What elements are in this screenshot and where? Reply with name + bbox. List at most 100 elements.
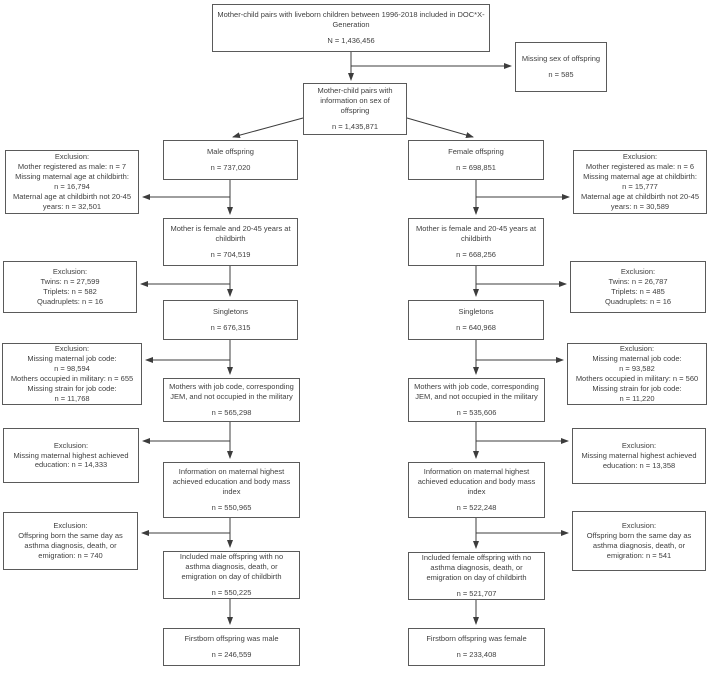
exclusion-line: years: n = 32,501 — [42, 201, 102, 211]
node-female-included-n: n = 521,707 — [456, 588, 497, 598]
node-male-jobcode: Mothers with job code, corresponding JEM… — [163, 378, 300, 422]
node-male-firstborn: Firstborn offspring was male n = 246,559 — [163, 628, 300, 666]
node-female-included: Included female offspring with no asthma… — [408, 552, 545, 600]
node-male-singletons-text: Singletons — [212, 307, 249, 317]
exclusion-line: Quadruplets: n = 16 — [604, 296, 672, 306]
exclusion-female-registration: Exclusion:Mother registered as male: n =… — [573, 150, 707, 214]
node-male-mother-age: Mother is female and 20-45 years at chil… — [163, 218, 298, 266]
exclusion-male-education: Exclusion:Missing maternal highest achie… — [3, 428, 139, 483]
node-female-offspring: Female offspring n = 698,851 — [408, 140, 544, 180]
node-female-offspring-text: Female offspring — [448, 147, 504, 157]
exclusion-line: asthma diagnosis, death, or — [592, 541, 686, 550]
node-male-included: Included male offspring with no asthma d… — [163, 551, 300, 599]
node-female-mother-age: Mother is female and 20-45 years at chil… — [408, 218, 544, 266]
exclusion-female-sameday: Exclusion:Offspring born the same day as… — [572, 511, 706, 571]
exclusion-line: n = 16,794 — [54, 182, 90, 191]
node-female-offspring-n: n = 698,851 — [456, 163, 496, 172]
node-female-firstborn: Firstborn offspring was female n = 233,4… — [408, 628, 545, 666]
node-female-jobcode: Mothers with job code, corresponding JEM… — [408, 378, 545, 422]
node-female-education-n: n = 522,248 — [456, 502, 497, 512]
node-female-firstborn-text: Firstborn offspring was female — [426, 634, 527, 644]
exclusion-line: Exclusion: — [621, 441, 657, 451]
exclusion-line: Triplets: n = 582 — [43, 287, 97, 296]
exclusion-line: years: n = 30,589 — [610, 201, 670, 211]
node-missing-sex-n: n = 585 — [548, 70, 574, 79]
node-male-mother-age-n: n = 704,519 — [210, 249, 251, 259]
exclusion-line: n = 11,220 — [619, 393, 655, 403]
exclusion-line: Missing maternal job code: — [27, 354, 117, 364]
node-male-offspring-n: n = 737,020 — [210, 163, 251, 172]
arrow-line — [406, 117, 474, 138]
exclusion-line: Maternal age at childbirth not 20-45 — [13, 191, 131, 201]
node-male-education-text: Information on maternal highest achieved… — [172, 467, 291, 496]
node-male-included-n: n = 550,225 — [211, 587, 252, 597]
exclusion-line: Mother registered as male: n = 6 — [585, 162, 695, 172]
node-female-education-text: Information on maternal highest achieved… — [417, 467, 536, 496]
node-male-firstborn-n: n = 246,559 — [211, 650, 252, 659]
node-male-jobcode-n: n = 565,298 — [211, 407, 252, 417]
node-top: Mother-child pairs with liveborn childre… — [212, 4, 490, 52]
exclusion-line: n = 11,768 — [54, 393, 90, 403]
exclusion-line: Quadruplets: n = 16 — [36, 296, 104, 306]
exclusion-male-jobcode: Exclusion:Missing maternal job code:n = … — [2, 343, 142, 405]
exclusion-line: Exclusion: — [54, 152, 90, 162]
node-sex-info-n: n = 1,435,871 — [331, 121, 379, 131]
node-male-jobcode-text: Mothers with job code, corresponding JEM… — [169, 382, 294, 402]
exclusion-line: Exclusion: — [620, 267, 656, 277]
exclusion-line: Exclusion: — [53, 521, 88, 531]
node-male-singletons-n: n = 676,315 — [210, 323, 251, 332]
exclusion-line: Twins: n = 27,599 — [40, 277, 100, 287]
node-male-education-n: n = 550,965 — [211, 502, 252, 512]
arrow-line — [232, 117, 304, 139]
exclusion-line: Triplets: n = 485 — [611, 287, 665, 296]
node-male-offspring: Male offspring n = 737,020 — [163, 140, 298, 180]
node-missing-sex: Missing sex of offspring n = 585 — [515, 42, 607, 92]
exclusion-line: Missing maternal highest achieved — [13, 450, 129, 460]
node-male-included-text: Included male offspring with no asthma d… — [179, 552, 284, 581]
exclusion-line: Maternal age at childbirth not 20-45 — [581, 191, 699, 201]
exclusion-line: Missing maternal highest achieved — [581, 451, 697, 461]
node-female-singletons-n: n = 640,968 — [456, 323, 496, 332]
exclusion-line: Exclusion: — [622, 152, 658, 162]
exclusion-male-registration: Exclusion:Mother registered as male: n =… — [5, 150, 139, 214]
exclusion-line: education: n = 14,333 — [34, 460, 108, 470]
exclusion-line: Offspring born the same day as — [586, 531, 692, 541]
node-female-included-text: Included female offspring with no asthma… — [421, 553, 532, 582]
exclusion-line: education: n = 13,358 — [602, 460, 676, 470]
node-male-singletons: Singletons n = 676,315 — [163, 300, 298, 340]
exclusion-line: Offspring born the same day as — [18, 531, 123, 541]
exclusion-line: emigration: n = 541 — [606, 550, 672, 560]
exclusion-line: Exclusion: — [53, 440, 89, 450]
node-female-mother-age-text: Mother is female and 20-45 years at chil… — [415, 224, 537, 244]
exclusion-female-jobcode: Exclusion:Missing maternal job code:n = … — [567, 343, 707, 405]
exclusion-line: Missing strain for job code: — [27, 383, 117, 393]
exclusion-line: Missing maternal job code: — [592, 354, 682, 364]
node-missing-sex-text: Missing sex of offspring — [521, 54, 601, 64]
exclusion-line: Mother registered as male: n = 7 — [17, 162, 127, 172]
node-female-mother-age-n: n = 668,256 — [456, 249, 496, 259]
node-sex-info: Mother-child pairs with information on s… — [303, 83, 407, 135]
exclusion-line: Mothers occupied in military: n = 655 — [10, 374, 134, 383]
node-male-education: Information on maternal highest achieved… — [163, 462, 300, 518]
exclusion-line: Exclusion: — [52, 267, 88, 277]
node-female-singletons-text: Singletons — [458, 307, 494, 317]
exclusion-line: Twins: n = 26,787 — [608, 277, 668, 287]
exclusion-line: Missing maternal age at childbirth: — [15, 172, 129, 182]
exclusion-line: n = 98,594 — [54, 364, 90, 374]
exclusion-line: n = 93,582 — [619, 364, 655, 374]
node-female-firstborn-n: n = 233,408 — [456, 650, 497, 659]
node-male-offspring-text: Male offspring — [207, 147, 254, 157]
exclusion-line: Exclusion: — [54, 344, 90, 354]
exclusion-male-sameday: Exclusion:Offspring born the same day as… — [3, 512, 138, 570]
node-female-jobcode-n: n = 535,606 — [456, 407, 497, 417]
exclusion-line: Exclusion: — [619, 344, 655, 354]
exclusion-line: Exclusion: — [621, 521, 657, 531]
node-sex-info-text: Mother-child pairs with information on s… — [317, 86, 393, 115]
node-female-education: Information on maternal highest achieved… — [408, 462, 545, 518]
exclusion-female-education: Exclusion:Missing maternal highest achie… — [572, 428, 706, 484]
exclusion-line: emigration: n = 740 — [38, 550, 103, 560]
